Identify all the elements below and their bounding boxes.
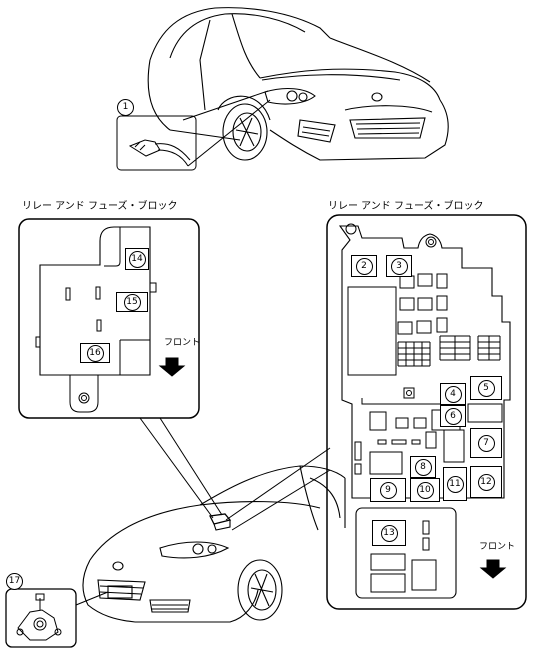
- callout-11: 11: [446, 475, 464, 493]
- callout-7: 7: [477, 434, 495, 452]
- box-callout-10: 10: [410, 478, 440, 502]
- callout-4: 4: [444, 385, 462, 403]
- box-callout-13: 13: [372, 520, 406, 546]
- box-callout-14: 14: [125, 248, 149, 270]
- callout-14: 14: [128, 250, 146, 268]
- box-callout-11: 11: [443, 467, 467, 501]
- callout-8: 8: [414, 458, 432, 476]
- callout-5: 5: [477, 379, 495, 397]
- front-label-left: フロント: [164, 338, 201, 348]
- box-callout-2: 2: [351, 255, 377, 277]
- callout-13: 13: [380, 524, 398, 542]
- box-callout-15: 15: [116, 292, 148, 312]
- callout-3: 3: [390, 257, 408, 275]
- front-label-right: フロント: [479, 542, 516, 552]
- box-callout-7: 7: [470, 428, 502, 458]
- box-callout-12: 12: [470, 466, 502, 498]
- callout-9: 9: [379, 481, 397, 499]
- callout-17: 17: [6, 573, 23, 590]
- left-relay-panel: [18, 218, 223, 519]
- box-callout-8: 8: [410, 456, 436, 478]
- box-callout-4: 4: [440, 383, 466, 405]
- right-panel-title: リレー アンド フューズ・ブロック: [328, 201, 484, 212]
- top-car-illustration: [147, 7, 449, 161]
- callout-1: 1: [117, 99, 134, 116]
- box-callout-9: 9: [370, 478, 406, 502]
- box-callout-16: 16: [80, 343, 110, 363]
- left-panel-title: リレー アンド フューズ・ブロック: [22, 201, 178, 212]
- callout-2: 2: [355, 257, 373, 275]
- box-callout-6: 6: [440, 405, 466, 427]
- callout-12: 12: [477, 473, 495, 491]
- connector-inset: [116, 90, 271, 171]
- callout-15: 15: [123, 293, 141, 311]
- box-callout-3: 3: [386, 255, 412, 277]
- bottom-car-illustration: [82, 465, 346, 623]
- box-callout-5: 5: [470, 376, 502, 400]
- callout-16: 16: [86, 344, 104, 362]
- callout-10: 10: [416, 481, 434, 499]
- callout-6: 6: [444, 407, 462, 425]
- sensor-inset: [5, 588, 109, 648]
